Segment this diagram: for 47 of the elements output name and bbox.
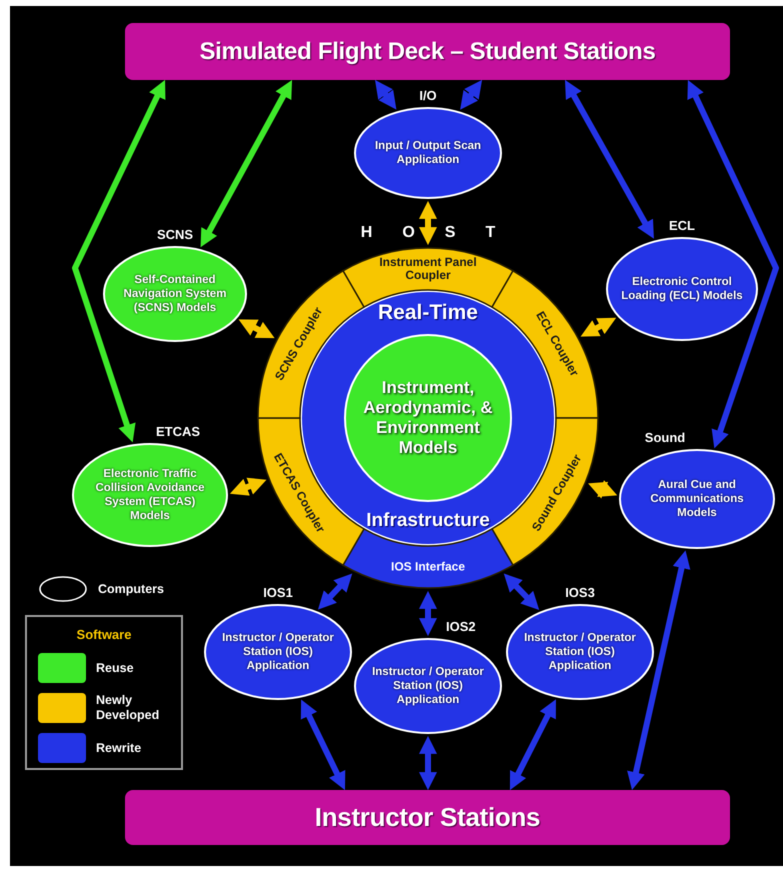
double-arrow xyxy=(504,573,540,610)
legend-text: Reuse xyxy=(96,660,135,676)
computer-label: Instructor / Operator Station (IOS) Application xyxy=(523,631,637,673)
station-bar xyxy=(125,790,730,845)
double-arrow xyxy=(564,80,654,239)
computer-heading: IOS2 xyxy=(446,618,476,636)
double-arrow xyxy=(200,80,292,248)
double-arrow xyxy=(230,478,267,496)
legend-title: Software xyxy=(76,627,132,642)
core-label: Instrument, Aerodynamic, & Environment Models xyxy=(363,378,493,458)
computer-label: Electronic Traffic Collision Avoidance System (ETCAS) Models xyxy=(94,467,206,523)
computer-heading: ETCAS xyxy=(156,423,200,441)
double-arrow xyxy=(419,590,437,636)
computer-label: Aural Cue and Communications Models xyxy=(649,478,745,520)
legend-text: Computers xyxy=(98,582,165,596)
double-arrow xyxy=(510,699,556,790)
bar-title: Instructor Stations xyxy=(314,802,540,833)
computer-heading: SCNS xyxy=(156,226,194,244)
bar-title: Simulated Flight Deck – Student Stations xyxy=(199,38,656,66)
segment-label: Instrument Panel Coupler xyxy=(378,256,478,282)
computer-label: Instructor / Operator Station (IOS) Application xyxy=(221,631,335,673)
double-arrow xyxy=(580,318,616,337)
double-arrow xyxy=(627,550,690,790)
computer-heading: IOS1 xyxy=(263,584,293,602)
computer-label: Instructor / Operator Station (IOS) Application xyxy=(371,665,485,707)
segment-label: IOS Interface xyxy=(390,560,466,574)
ring-label: Real-Time xyxy=(378,302,478,324)
computer-label: Electronic Control Loading (ECL) Models xyxy=(620,275,744,303)
double-arrow xyxy=(375,80,396,110)
ring-label: Infrastructure xyxy=(366,510,490,532)
double-arrow xyxy=(460,80,482,110)
double-arrow xyxy=(687,80,779,448)
double-arrow xyxy=(238,319,275,338)
computer-label: Self-Contained Navigation System (SCNS) Models xyxy=(122,273,228,315)
station-bar xyxy=(125,23,730,80)
double-arrow xyxy=(588,480,618,499)
computer-heading: IOS3 xyxy=(565,584,595,602)
computer-heading: I/O xyxy=(419,87,437,105)
computer-heading: Sound xyxy=(644,429,686,447)
legend-text: Newly Developed xyxy=(96,693,160,723)
double-arrow xyxy=(300,700,346,790)
double-arrow xyxy=(318,574,352,610)
double-arrow xyxy=(72,80,166,442)
computer-label: Input / Output Scan Application xyxy=(374,139,482,167)
double-arrow xyxy=(419,736,437,790)
legend-text: Rewrite xyxy=(96,740,142,756)
computer-heading: ECL xyxy=(669,217,695,235)
